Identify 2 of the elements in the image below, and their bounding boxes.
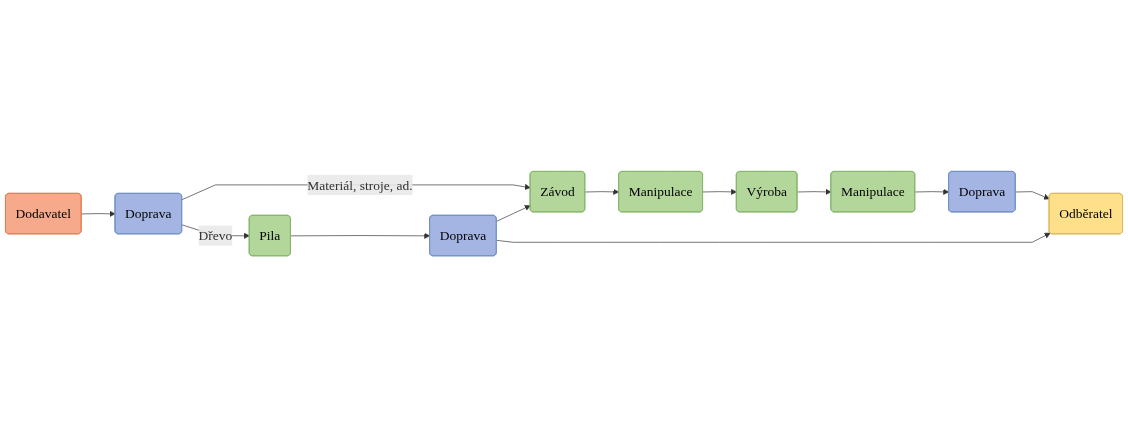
edge-label: Dřevo [198, 228, 233, 244]
edge-label: Materiál, stroje, ad. [307, 177, 413, 193]
